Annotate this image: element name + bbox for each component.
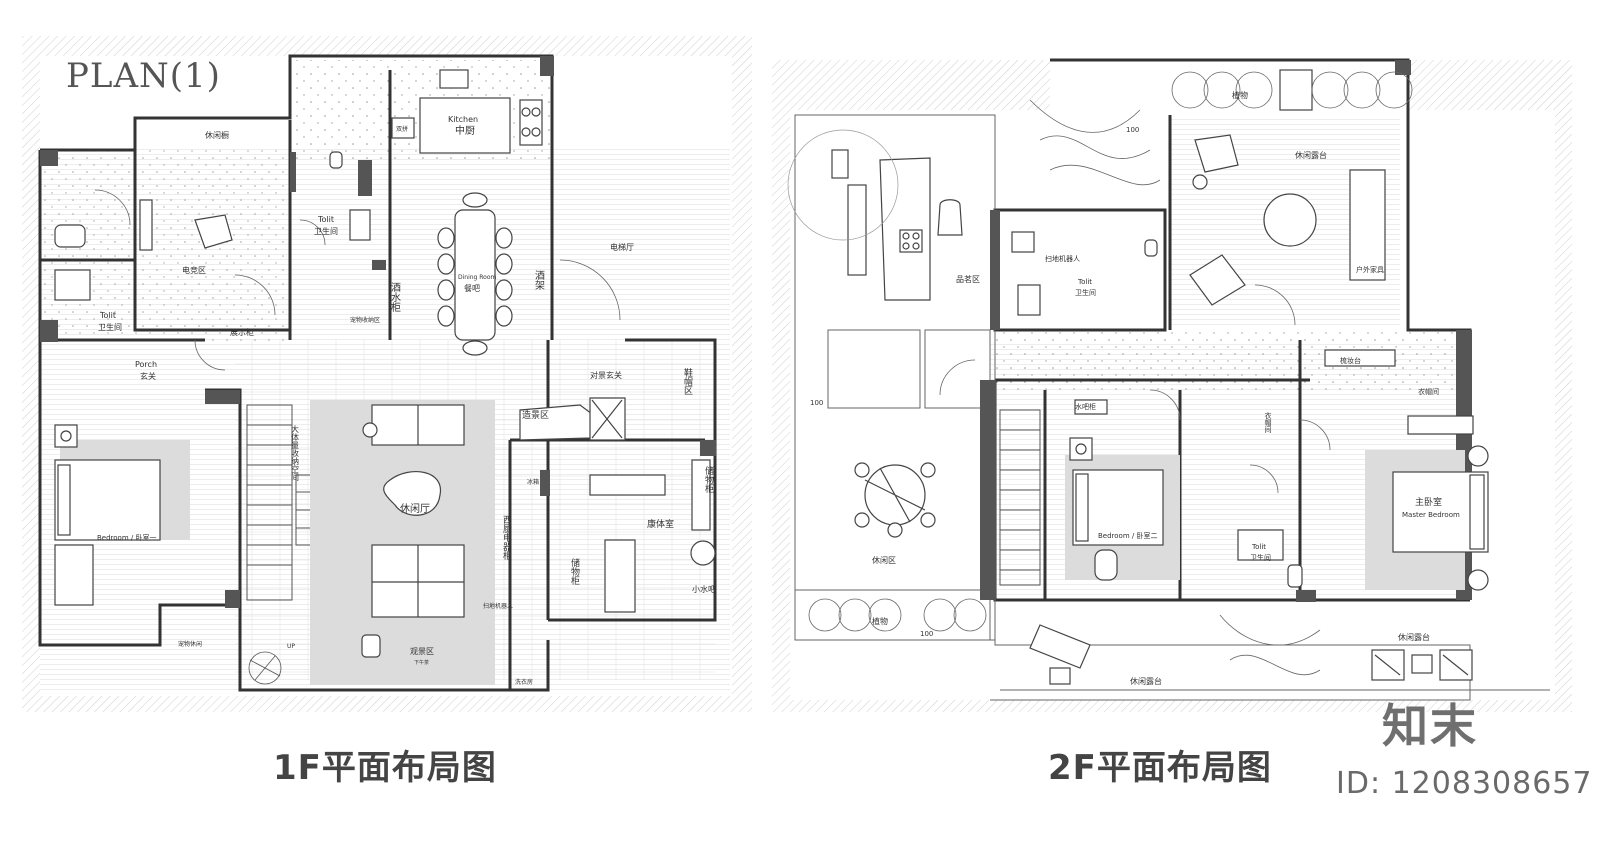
label-storage-cab2: 储物柜 <box>569 557 580 586</box>
label-wine-rack: 酒架 <box>533 270 545 291</box>
label-dining-cn: 餐吧 <box>464 284 480 293</box>
bed-2 <box>1069 399 1164 581</box>
label-up: UP <box>287 643 295 650</box>
label-master-cn: 主卧室 <box>1415 496 1442 508</box>
floor-1-plan: 休闲橱 Kitchen 中厨 双拼 Tolit 卫生间 Tolit 卫生间 电竞… <box>22 36 752 712</box>
plants-2f <box>808 71 1413 676</box>
label-toilet-a-cn: 卫生间 <box>314 226 338 236</box>
floor1-title: 1F平面布局图 <box>273 748 497 788</box>
label-porch-cn: 玄关 <box>140 371 156 381</box>
doors-1f <box>94 189 621 371</box>
label-icebar: 水吧柜 <box>1075 402 1096 411</box>
label-toilet-a-en: Tolit <box>317 215 334 224</box>
label-toilet-b-cn: 卫生间 <box>98 322 122 332</box>
label-landscape: 造景区 <box>522 409 549 421</box>
bed-1 <box>54 424 161 606</box>
label-esports: 电竞区 <box>182 265 206 275</box>
label-wine-cab: 酒水柜 <box>389 282 401 313</box>
label-toilet-b-en: Tolit <box>99 311 116 320</box>
label-entry-view: 对景玄关 <box>590 370 622 380</box>
kitchen-counters <box>391 69 543 154</box>
label-toilet2-cn: 卫生间 <box>1250 553 1271 562</box>
dining-table <box>437 192 513 356</box>
label-laundry: 洗衣房 <box>515 678 533 686</box>
label-view-sub: 下午茶 <box>414 659 429 666</box>
wall-blocks-1f <box>40 56 716 608</box>
landscape-feature <box>519 397 626 441</box>
label-storage-big: 大体量收纳空间 <box>291 424 300 482</box>
esports-furniture <box>54 151 371 301</box>
label-porch-en: Porch <box>135 360 157 369</box>
label-wardrobe2: 衣帽间 <box>1264 411 1272 434</box>
label-bedroom1: Bedroom / 卧室一 <box>97 533 156 542</box>
fitness-equipment <box>589 459 716 613</box>
label-fridge: 冰箱 <box>527 478 539 486</box>
label-robot: 扫地机器人 <box>483 602 513 610</box>
tea-furniture <box>787 129 963 301</box>
label-leisure-cab: 休闲橱 <box>205 130 229 140</box>
floor2-title: 2F平面布局图 <box>1048 748 1272 788</box>
label-toilet2-en: Tolit <box>1251 543 1266 551</box>
label-plants-bottom: 植物 <box>872 616 888 626</box>
label-pet-cab: 宠物收纳区 <box>350 316 380 324</box>
label-toilet-en-2f: Tolit <box>1077 278 1092 286</box>
doors-2f <box>939 284 1331 494</box>
staircase-2f <box>999 409 1041 586</box>
living-sofas <box>361 404 465 658</box>
label-dim-100-c: 100 <box>920 630 933 638</box>
label-bedroom2: Bedroom / 卧室二 <box>1098 531 1157 540</box>
label-fitness: 康体室 <box>647 518 674 530</box>
label-terrace-right: 休闲露台 <box>1398 632 1430 642</box>
label-kitchen-cn: 中厨 <box>455 124 475 137</box>
label-wardrobe: 衣帽间 <box>1418 387 1439 396</box>
floor-2-plan: 植物 休闲露台 户外家具 品茗区 扫地机器人 Tolit 卫生间 梳妆台 衣帽间… <box>772 58 1572 712</box>
label-elevator: 电梯厅 <box>610 242 634 252</box>
label-shoe-cab: 鞋帽区 <box>682 367 693 395</box>
room-labels-2f: 植物 休闲露台 户外家具 品茗区 扫地机器人 Tolit 卫生间 梳妆台 衣帽间… <box>810 90 1460 686</box>
label-master-en: Master Bedroom <box>1402 511 1460 519</box>
label-western-kitchen: 西厨电器柜 <box>501 515 512 561</box>
plants-1f <box>248 651 282 685</box>
label-storage-cab: 储物柜 <box>703 465 714 494</box>
label-dining-en: Dining Room <box>458 274 497 281</box>
label-terrace-bottom: 休闲露台 <box>1130 676 1162 686</box>
plan-tag: PLAN(1) <box>66 56 221 96</box>
label-toilet-cn-2f: 卫生间 <box>1075 288 1096 297</box>
label-pet-space: 宠物休闲 <box>178 640 202 648</box>
label-outdoor-furn: 户外家具 <box>1356 265 1384 274</box>
thin-walls-2f <box>794 114 1550 701</box>
terrace-furniture-bottom <box>1029 624 1473 685</box>
living-rug <box>310 400 495 685</box>
label-kitchen-en: Kitchen <box>448 115 478 124</box>
label-tea-zone: 品茗区 <box>956 274 980 284</box>
label-plants-top: 植物 <box>1232 90 1248 100</box>
label-vanity: 梳妆台 <box>1340 356 1361 365</box>
room-labels-1f: 休闲橱 Kitchen 中厨 双拼 Tolit 卫生间 Tolit 卫生间 电竞… <box>97 115 716 686</box>
label-leisure: 休闲区 <box>872 555 896 565</box>
toilet-fixtures-2f <box>1011 231 1303 588</box>
master-bed <box>1324 349 1489 591</box>
label-living: 休闲厅 <box>400 502 430 515</box>
watermark-id: ID: 1208308657 <box>1336 766 1593 801</box>
label-dual-sink: 双拼 <box>396 125 408 133</box>
label-view-zone: 观景区 <box>410 647 434 656</box>
terrace-furniture-top <box>1189 69 1386 306</box>
label-terrace-top: 休闲露台 <box>1295 150 1327 160</box>
round-dining-set <box>854 462 936 538</box>
label-mini-bar: 小水吧 <box>692 584 716 594</box>
label-dim-100-a: 100 <box>1126 126 1139 134</box>
label-robot-2f: 扫地机器人 <box>1045 254 1080 263</box>
label-dim-100-b: 100 <box>810 399 823 407</box>
label-display-cab: 展示柜 <box>230 327 254 337</box>
watermark-brand: 知末 <box>1382 699 1478 753</box>
